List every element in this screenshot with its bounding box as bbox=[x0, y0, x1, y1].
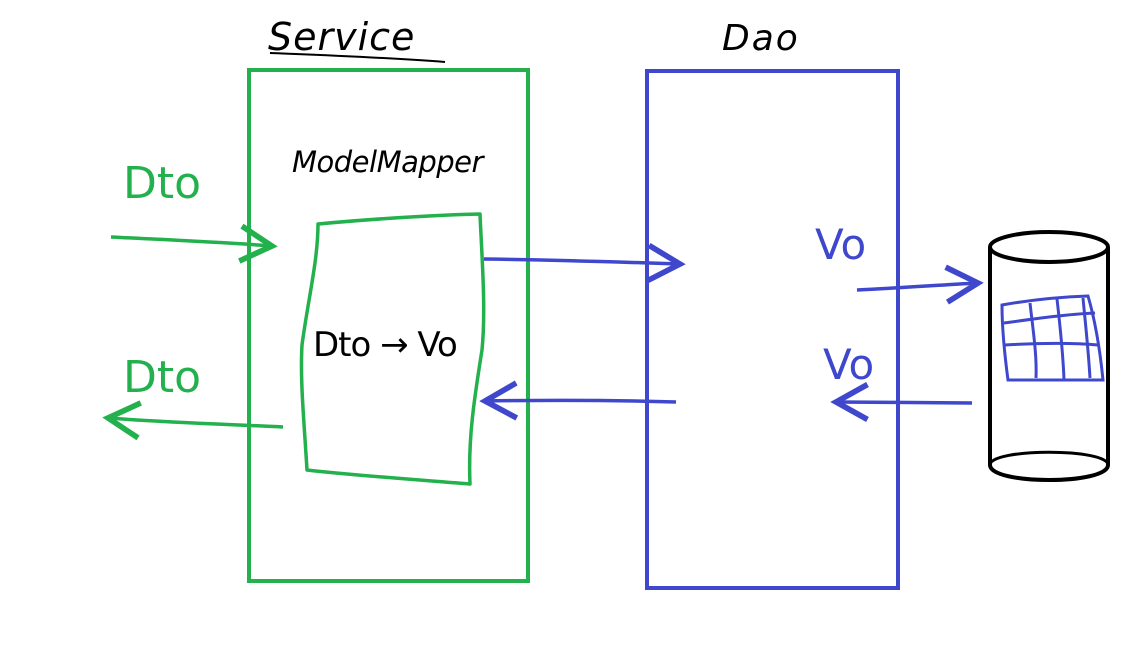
vo-from-db-label: Vo bbox=[823, 340, 874, 389]
db-to-dao-arrow bbox=[830, 382, 973, 422]
model-mapper-label: ModelMapper bbox=[292, 145, 486, 179]
conversion-label: Dto → Vo bbox=[313, 325, 457, 365]
service-box bbox=[247, 68, 530, 583]
outgoing-dto-label: Dto bbox=[123, 352, 201, 403]
vo-to-db-label: Vo bbox=[815, 220, 866, 269]
outgoing-dto-arrow bbox=[102, 400, 284, 441]
dao-to-service-arrow bbox=[479, 380, 677, 421]
dao-box bbox=[645, 69, 900, 590]
incoming-dto-arrow bbox=[110, 223, 278, 264]
mapper-box bbox=[299, 212, 486, 486]
dao-title: Dao bbox=[722, 18, 800, 59]
dao-to-db-arrow bbox=[856, 264, 984, 305]
incoming-dto-label: Dto bbox=[123, 158, 201, 209]
service-to-dao-arrow bbox=[483, 243, 686, 283]
service-title: Service bbox=[268, 15, 415, 59]
service-title-underline bbox=[269, 52, 446, 63]
database-cylinder-icon bbox=[988, 230, 1110, 482]
database-table-icon bbox=[1000, 294, 1105, 382]
